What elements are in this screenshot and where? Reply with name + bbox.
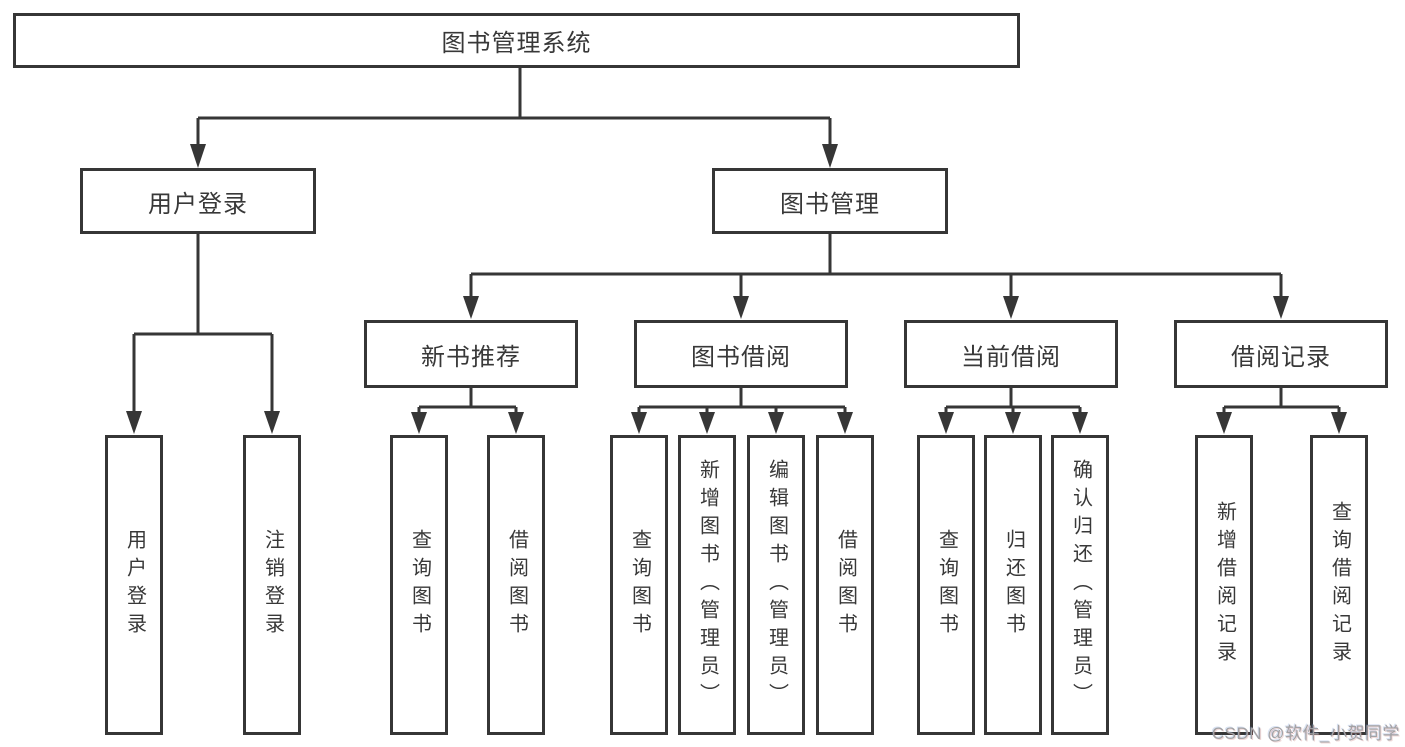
- leaf-bb-edit-books-admin: 编辑图书（管理员）: [747, 435, 805, 735]
- connector-book-borrowing-children: [631, 388, 853, 434]
- arrowhead-icon: [733, 296, 749, 319]
- leaf-cb-return-books: 归还图书: [984, 435, 1042, 735]
- leaf-bb-borrow-books-label: 借阅图书: [834, 529, 857, 641]
- leaf-br-add-record: 新增借阅记录: [1195, 435, 1253, 735]
- arrowhead-icon: [1005, 412, 1021, 434]
- node-new-book-recommend-label: 新书推荐: [421, 343, 521, 371]
- leaf-logout: 注销登录: [243, 435, 301, 735]
- leaf-bb-add-books-admin: 新增图书（管理员）: [678, 435, 736, 735]
- leaf-user-login: 用户登录: [105, 435, 163, 735]
- arrowhead-icon: [1331, 412, 1347, 434]
- connector-root-to-level2: [190, 68, 838, 168]
- leaf-cb-return-books-label: 归还图书: [1002, 529, 1025, 641]
- leaf-bb-add-books-admin-label: 新增图书（管理员）: [696, 459, 719, 711]
- leaf-user-login-label: 用户登录: [123, 529, 146, 641]
- arrowhead-icon: [938, 412, 954, 434]
- leaf-bb-query-books-label: 查询图书: [628, 529, 651, 641]
- arrowhead-icon: [190, 144, 206, 168]
- node-current-borrowing: 当前借阅: [904, 320, 1118, 388]
- leaf-cb-confirm-return-admin-label: 确认归还（管理员）: [1069, 459, 1092, 711]
- arrowhead-icon: [768, 412, 784, 434]
- leaf-cb-query-books-label: 查询图书: [935, 529, 958, 641]
- csdn-watermark: CSDN @软件_小贺同学: [1211, 724, 1400, 743]
- node-book-management: 图书管理: [712, 168, 948, 234]
- leaf-br-query-record: 查询借阅记录: [1310, 435, 1368, 735]
- arrowhead-icon: [1216, 412, 1232, 434]
- node-library-system-label: 图书管理系统: [441, 30, 592, 57]
- leaf-nbr-borrow-books-label: 借阅图书: [505, 529, 528, 641]
- arrowhead-icon: [508, 412, 524, 434]
- node-borrowing-records-label: 借阅记录: [1231, 343, 1331, 371]
- node-user-login-group: 用户登录: [80, 168, 316, 234]
- node-book-borrowing: 图书借阅: [634, 320, 848, 388]
- connector-book-management-children: [463, 234, 1289, 319]
- arrowhead-icon: [631, 412, 647, 434]
- leaf-br-query-record-label: 查询借阅记录: [1328, 501, 1351, 669]
- leaf-nbr-query-books: 查询图书: [390, 435, 448, 735]
- connector-current-borrowing-children: [938, 388, 1088, 434]
- node-user-login-group-label: 用户登录: [148, 190, 248, 218]
- node-book-management-label: 图书管理: [780, 190, 880, 218]
- leaf-nbr-query-books-label: 查询图书: [408, 529, 431, 641]
- arrowhead-icon: [463, 296, 479, 319]
- node-new-book-recommend: 新书推荐: [364, 320, 578, 388]
- leaf-nbr-borrow-books: 借阅图书: [487, 435, 545, 735]
- connector-user-login-children: [126, 234, 280, 434]
- connector-new-book-recommend-children: [411, 388, 524, 434]
- leaf-bb-borrow-books: 借阅图书: [816, 435, 874, 735]
- leaf-cb-confirm-return-admin: 确认归还（管理员）: [1051, 435, 1109, 735]
- arrowhead-icon: [1273, 296, 1289, 319]
- node-borrowing-records: 借阅记录: [1174, 320, 1388, 388]
- node-library-system: 图书管理系统: [13, 13, 1020, 68]
- arrowhead-icon: [822, 144, 838, 168]
- arrowhead-icon: [264, 411, 280, 434]
- node-book-borrowing-label: 图书借阅: [691, 343, 791, 371]
- arrowhead-icon: [837, 412, 853, 434]
- arrowhead-icon: [1003, 296, 1019, 319]
- arrowhead-icon: [411, 412, 427, 434]
- arrowhead-icon: [126, 411, 142, 434]
- leaf-logout-label: 注销登录: [261, 529, 284, 641]
- leaf-bb-query-books: 查询图书: [610, 435, 668, 735]
- arrowhead-icon: [1072, 412, 1088, 434]
- connector-borrowing-records-children: [1216, 388, 1347, 434]
- arrowhead-icon: [699, 412, 715, 434]
- leaf-cb-query-books: 查询图书: [917, 435, 975, 735]
- node-current-borrowing-label: 当前借阅: [961, 343, 1061, 371]
- leaf-bb-edit-books-admin-label: 编辑图书（管理员）: [765, 459, 788, 711]
- leaf-br-add-record-label: 新增借阅记录: [1213, 501, 1236, 669]
